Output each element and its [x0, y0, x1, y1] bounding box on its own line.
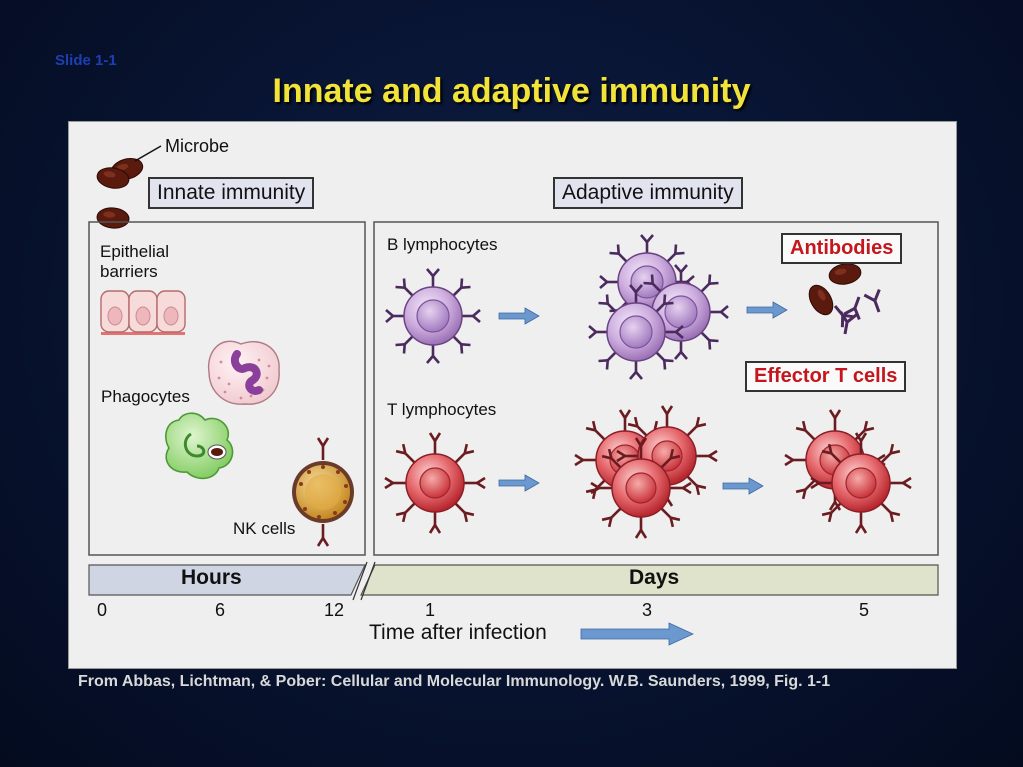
b-lymphocytes-label: B lymphocytes [387, 235, 498, 254]
hours-bar [88, 564, 366, 596]
epithelial-barriers-label: Epithelial [100, 242, 169, 261]
effector-t-cells-icon [785, 410, 911, 533]
figure-panel: Microbe Innate immunity Adaptive immunit… [68, 121, 957, 669]
epithelial-cells-icon [100, 290, 186, 335]
arrow-icon [722, 477, 764, 495]
source-citation: From Abbas, Lichtman, & Pober: Cellular … [78, 673, 831, 690]
b-lymphocyte-icon [386, 269, 480, 363]
days-label: Days [629, 566, 680, 589]
t-lymphocytes-label: T lymphocytes [387, 400, 497, 419]
time-arrow-icon [580, 622, 694, 646]
days-bar [360, 564, 939, 596]
tick-label: 1 [425, 600, 436, 620]
time-axis-label: Time after infection [369, 621, 547, 644]
figure-graphics [88, 145, 939, 646]
slide-number: Slide 1-1 [55, 52, 117, 69]
antibodies-icon [803, 260, 889, 337]
tick-label: 0 [97, 600, 108, 620]
adaptive-immunity-label: Adaptive immunity [553, 177, 743, 209]
antibodies-label: Antibodies [781, 233, 903, 264]
slide-title: Innate and adaptive immunity [272, 72, 751, 110]
microbe-icon [95, 145, 162, 230]
phagocytes-label: Phagocytes [101, 387, 190, 406]
tick-label: 3 [642, 600, 653, 620]
macrophage-icon [165, 412, 234, 480]
neutrophil-icon [207, 340, 280, 405]
tick-label: 5 [859, 600, 870, 620]
b-cell-expansion-icon [589, 235, 728, 379]
tick-label: 12 [324, 600, 345, 620]
epithelial-barriers-label: barriers [100, 262, 158, 281]
arrow-icon [746, 301, 788, 319]
hours-label: Hours [181, 566, 242, 589]
microbe-label: Microbe [165, 136, 230, 156]
nk-cells-label: NK cells [233, 519, 296, 538]
arrow-icon [498, 307, 540, 325]
t-cell-expansion-icon [575, 406, 717, 538]
tick-label: 6 [215, 600, 226, 620]
adaptive-section-box [373, 221, 939, 556]
arrow-icon [498, 474, 540, 492]
innate-immunity-label: Innate immunity [148, 177, 315, 209]
effector-t-cells-label: Effector T cells [745, 361, 907, 392]
t-lymphocyte-icon [385, 433, 485, 533]
nk-cell-icon [292, 436, 354, 548]
innate-section-box [88, 221, 366, 556]
